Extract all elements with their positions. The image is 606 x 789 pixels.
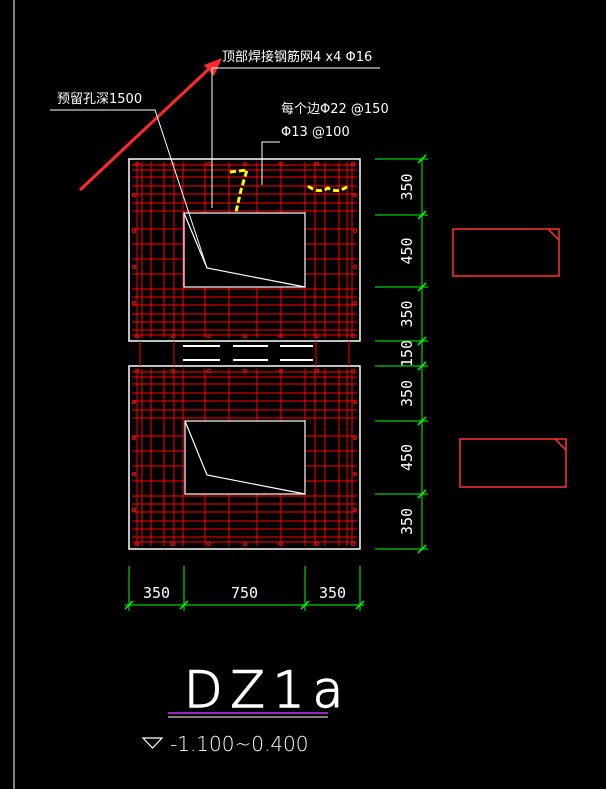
rebar-dot <box>352 507 358 513</box>
rebar-dot <box>278 368 284 374</box>
rebar-dot <box>170 541 176 547</box>
red-arrow <box>78 58 222 192</box>
dim-tick <box>417 210 427 220</box>
rebar-dot <box>352 264 358 270</box>
leader-lines <box>50 67 380 269</box>
section-marker-lower <box>459 438 567 488</box>
dim-label-vertical: 450 <box>398 444 416 471</box>
rebar-dot <box>314 333 320 339</box>
dim-tick <box>417 336 427 346</box>
dim-tick <box>417 489 427 499</box>
dim-label-horizontal: 350 <box>319 584 346 602</box>
rebar-dot <box>350 161 356 167</box>
rebar-dot <box>134 368 140 374</box>
dim-label-vertical: 350 <box>398 508 416 535</box>
dim-tick <box>355 600 365 610</box>
rebar-dot <box>242 541 248 547</box>
dim-label-vertical: 350 <box>398 173 416 200</box>
reserved-hole-lower <box>184 420 306 495</box>
drawing-title: DZ1a <box>184 661 351 719</box>
top-mesh-label: 顶部焊接钢筋网4 x4 Φ16 <box>222 49 372 65</box>
rebar-dot <box>352 192 358 198</box>
rebar-dot <box>206 541 212 547</box>
rebar-dot <box>131 264 137 270</box>
elevation-marker: -1.100~0.400 <box>141 732 309 756</box>
connection-bars <box>183 345 313 361</box>
rebar-dot <box>278 161 284 167</box>
dim-tick <box>300 600 310 610</box>
yellow-markup <box>229 168 349 213</box>
elevation-label: -1.100~0.400 <box>170 732 309 756</box>
reserved-hole-upper <box>183 212 306 288</box>
rebar-dot <box>170 368 176 374</box>
column-upper-section <box>128 158 361 342</box>
dim-label-vertical: 150 <box>398 340 416 367</box>
rebar-dot <box>131 399 137 405</box>
dim-label-vertical: 350 <box>398 380 416 407</box>
rebar-dot <box>242 368 248 374</box>
dim-tick <box>179 600 189 610</box>
side-bars-label-line2: Φ13 @100 <box>281 125 350 140</box>
rebar-dot <box>134 333 140 339</box>
column-lower-section <box>128 365 361 550</box>
dim-tick <box>124 600 134 610</box>
rebar-dot <box>352 435 358 441</box>
dim-label-horizontal: 350 <box>143 584 170 602</box>
rebar-dot <box>314 541 320 547</box>
dim-tick <box>417 282 427 292</box>
dim-tick <box>417 154 427 164</box>
rebar-dot <box>350 541 356 547</box>
reserved-hole-label: 预留孔深1500 <box>57 92 142 107</box>
side-bars-label-line1: 每个边Φ22 @150 <box>281 101 389 117</box>
rebar-dot <box>278 333 284 339</box>
rebar-dot <box>352 471 358 477</box>
rebar-dot <box>206 368 212 374</box>
rebar-dot <box>352 228 358 234</box>
rebar-dot <box>350 368 356 374</box>
rebar-grid-lower <box>131 368 358 547</box>
rebar-dot <box>350 333 356 339</box>
rebar-dot <box>278 541 284 547</box>
rebar-dot <box>131 228 137 234</box>
dim-tick <box>417 544 427 554</box>
rebar-dot <box>134 541 140 547</box>
rebar-dot <box>314 161 320 167</box>
rebar-dot <box>131 192 137 198</box>
rebar-dot <box>131 300 137 306</box>
elevation-triangle-icon <box>141 737 164 749</box>
rebar-dot <box>206 161 212 167</box>
horizontal-dimension-chain: 350 750 350 <box>124 566 365 611</box>
dim-label-vertical: 350 <box>398 300 416 327</box>
rebar-dot <box>242 161 248 167</box>
rebar-dot <box>131 435 137 441</box>
rebar-dot <box>352 300 358 306</box>
rebar-dot <box>131 507 137 513</box>
rebar-dot <box>206 333 212 339</box>
rebar-dot <box>314 368 320 374</box>
dim-tick <box>417 361 427 371</box>
dim-label-horizontal: 750 <box>231 584 258 602</box>
rebar-dot <box>242 333 248 339</box>
rebar-dot <box>170 333 176 339</box>
vertical-dimension-chain: 350 450 350 150 350 450 350 <box>375 154 428 554</box>
connection-rebar <box>139 341 350 366</box>
dim-label-vertical: 450 <box>398 237 416 264</box>
rebar-dot <box>352 399 358 405</box>
section-marker-upper <box>452 228 560 277</box>
dim-tick <box>417 416 427 426</box>
rebar-dot <box>131 471 137 477</box>
rebar-dot <box>134 161 140 167</box>
